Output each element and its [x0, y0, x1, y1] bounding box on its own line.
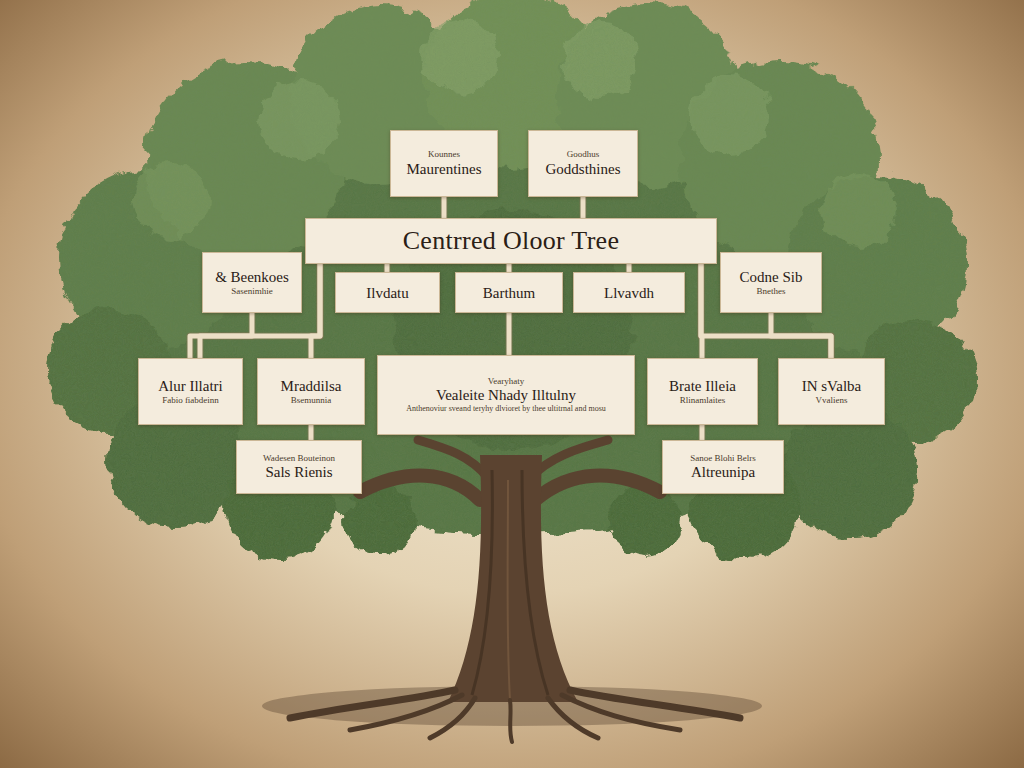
tree-connector: [771, 313, 831, 358]
sub-name: Goodhus: [567, 149, 600, 160]
family-box: & BeenkoesSasenimhie: [202, 252, 302, 313]
sub-name: Bsemunnia: [291, 395, 332, 406]
tree-connector: [507, 313, 512, 355]
person-name: Barthum: [483, 284, 536, 302]
tree-trunk: [360, 440, 660, 702]
tree-connector: [507, 264, 512, 272]
tree-connector: [627, 264, 632, 272]
family-box: Codne SibBnethes: [720, 252, 822, 313]
person-name: Vealeite Nhady Illtulny: [436, 386, 576, 404]
family-box: Sanoe Blohi BelrsAltreunipa: [662, 440, 784, 494]
sub-name: Wadesen Bouteinon: [263, 453, 335, 464]
family-box: Wadesen BouteinonSals Rienis: [236, 440, 362, 494]
person-name: Altreunipa: [691, 463, 755, 481]
tree-title: Centrred Oloor Tree: [403, 225, 620, 256]
central-box: VearyhatyVealeite Nhady IlltulnyAnthenov…: [377, 355, 635, 435]
person-name: Ilvdatu: [366, 284, 409, 302]
family-box: Ilvdatu: [335, 272, 440, 313]
sub-name: Sanoe Blohi Belrs: [690, 453, 756, 464]
sub-name: Bnethes: [757, 286, 786, 297]
person-name: IN sValba: [802, 377, 862, 395]
family-box: IN sValbaVvaliens: [778, 358, 885, 425]
sub-name: Sasenimhie: [231, 286, 273, 297]
person-name: & Beenkoes: [215, 268, 289, 286]
connector-shadow: [580, 197, 587, 218]
sub-name: Kounnes: [428, 149, 460, 160]
sub-name: Fabio fiabdeinn: [162, 395, 219, 406]
family-box: Alur IllatriFabio fiabdeinn: [138, 358, 243, 425]
family-box: Llvavdh: [573, 272, 685, 313]
tree-connector: [309, 425, 314, 440]
connector-shadow: [311, 264, 320, 358]
tree-connector: [581, 197, 586, 218]
tree-connector: [700, 425, 705, 440]
family-box: MraddilsaBsemunnia: [257, 358, 365, 425]
sub-name: Vearyhaty: [488, 376, 524, 387]
person-name: Alur Illatri: [158, 377, 223, 395]
connector-shadow: [626, 264, 633, 272]
tree-connector: [442, 197, 447, 218]
tree-roots: [290, 690, 740, 742]
connector-shadow: [384, 264, 391, 272]
person-name: Mraddilsa: [281, 377, 342, 395]
tree-connector: [385, 264, 390, 272]
title-band: Centrred Oloor Tree: [305, 218, 717, 264]
ancestor-box: KounnesMaurentines: [390, 130, 498, 197]
family-box: Barthum: [455, 272, 563, 313]
person-name: Llvavdh: [604, 284, 654, 302]
connector-shadow: [771, 313, 831, 358]
person-name: Maurentines: [407, 160, 482, 178]
person-name: Codne Sib: [740, 268, 803, 286]
sub-name: Rlinamlaites: [680, 395, 726, 406]
tree-connector: [311, 264, 320, 358]
note-text: Anthenoviur sveand teryhy dlvioret by th…: [406, 404, 606, 414]
family-box: Brate IlleiaRlinamlaites: [647, 358, 758, 425]
person-name: Brate Illeia: [669, 377, 736, 395]
connector-shadow: [200, 313, 252, 358]
connector-shadow: [699, 425, 706, 440]
connector-shadow: [441, 197, 448, 218]
ancestor-box: GoodhusGoddsthines: [528, 130, 638, 197]
connector-shadow: [506, 264, 513, 272]
tree-connector: [200, 313, 252, 358]
connector-shadow: [308, 425, 315, 440]
person-name: Goddsthines: [546, 160, 621, 178]
connector-shadow: [506, 313, 513, 355]
person-name: Sals Rienis: [265, 463, 332, 481]
sub-name: Vvaliens: [816, 395, 848, 406]
